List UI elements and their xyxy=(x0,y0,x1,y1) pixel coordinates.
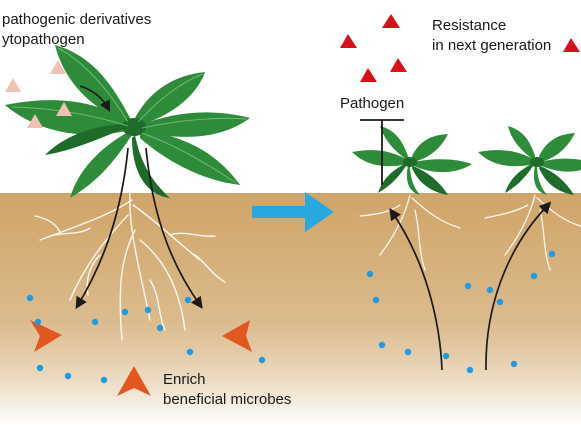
pathogenic-derivative-icon xyxy=(56,102,72,116)
microbe-dot xyxy=(496,298,504,306)
root-signal-arrow-left xyxy=(75,147,129,310)
microbe-dot xyxy=(91,318,99,326)
right-plant-1 xyxy=(352,126,472,195)
red-triangle-icon xyxy=(340,34,357,48)
derivatives-label-line1: pathogenic derivatives xyxy=(2,11,152,28)
uptake-arrow xyxy=(79,85,111,112)
microbe-dot xyxy=(186,348,194,356)
microbe-dot xyxy=(36,364,44,372)
microbe-dot xyxy=(466,366,474,374)
left-plant-crown xyxy=(122,118,146,136)
microbe-dot xyxy=(121,308,129,316)
red-triangle-icon xyxy=(390,58,407,72)
resistance-label-line1: Resistance xyxy=(432,17,507,34)
left-plant-leaf xyxy=(55,45,130,124)
microbe-dot xyxy=(404,348,412,356)
soil-layer xyxy=(0,193,581,425)
enrich-label-line1: Enrich xyxy=(163,371,206,388)
microbe-dot xyxy=(100,376,108,384)
microbe-dot xyxy=(530,272,538,280)
microbe-dot xyxy=(156,324,164,332)
red-triangle-icon xyxy=(360,68,377,82)
microbe-dot xyxy=(258,356,266,364)
derivatives-label-line2: ytopathogen xyxy=(2,31,85,48)
pathogen-group xyxy=(340,14,580,82)
red-triangle-icon xyxy=(382,14,400,28)
big-right-arrow-icon xyxy=(252,192,334,232)
root-signal-arrow-right xyxy=(145,147,203,309)
enrich-label-line2: beneficial microbes xyxy=(163,391,292,408)
pathogen-label: Pathogen xyxy=(340,95,405,112)
left-plant-leaf xyxy=(70,132,132,198)
microbe-dot xyxy=(378,341,386,349)
microbe-dot xyxy=(548,250,556,258)
pathogenic-derivative-icon xyxy=(50,60,66,74)
pathogenic-derivative-icon xyxy=(27,114,43,128)
microbe-triangle-icon xyxy=(30,320,62,352)
microbe-dot xyxy=(372,296,380,304)
microbe-dot xyxy=(510,360,518,368)
microbe-dot xyxy=(442,352,450,360)
microbe-dot xyxy=(144,306,152,314)
microbe-dot xyxy=(464,282,472,290)
beneficial-microbe-group xyxy=(30,320,252,396)
right-root-system xyxy=(359,194,581,271)
microbe-triangle-icon xyxy=(222,320,252,352)
recruitment-arrow-right xyxy=(485,201,552,371)
left-root-system xyxy=(34,189,226,341)
microbe-dot xyxy=(64,372,72,380)
left-plant xyxy=(5,45,250,198)
pathogenic-derivative-icon xyxy=(5,78,21,92)
left-plant-leaf xyxy=(140,130,240,185)
pathogen-block-symbol xyxy=(360,119,404,185)
microbe-dot-group xyxy=(26,250,556,384)
microbe-triangle-icon xyxy=(117,366,151,396)
right-plant-2 xyxy=(478,126,581,195)
red-triangle-icon xyxy=(563,38,580,52)
microbe-dot xyxy=(26,294,34,302)
recruitment-arrow-left xyxy=(389,208,443,371)
left-plant-leaf xyxy=(45,124,126,155)
microbe-dot xyxy=(486,286,494,294)
resistance-label-line2: in next generation xyxy=(432,37,552,54)
pathogenic-derivative-group xyxy=(5,60,72,128)
microbe-dot xyxy=(366,270,374,278)
microbe-dot xyxy=(34,318,42,326)
microbe-dot xyxy=(184,296,192,304)
left-plant-leaf xyxy=(135,72,205,126)
